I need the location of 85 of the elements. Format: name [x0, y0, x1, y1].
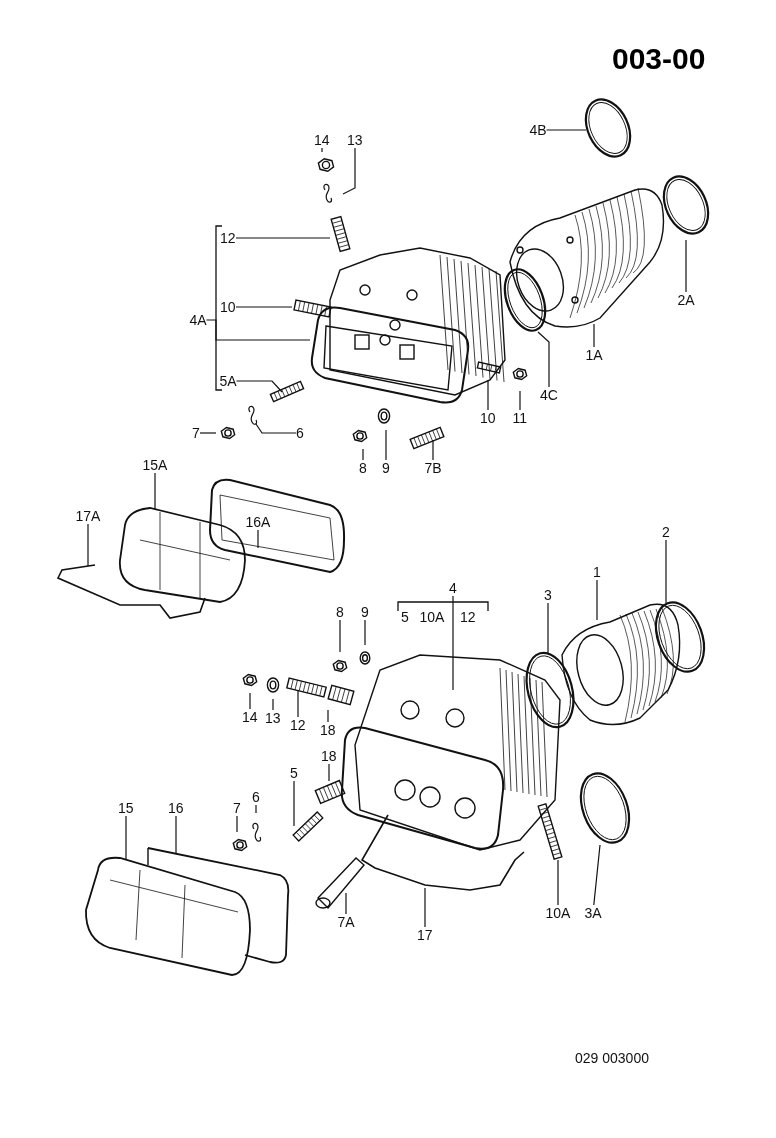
callout-number: 7 [233, 800, 241, 816]
leader-line [272, 698, 274, 711]
callout-number: 5 [401, 609, 409, 625]
leader-line [255, 804, 257, 814]
callout-number: 4C [540, 387, 558, 403]
leader-line [685, 239, 687, 293]
callout-number: 4B [529, 122, 547, 138]
leader-line [547, 602, 549, 655]
leader-line [545, 129, 587, 131]
leader-line [175, 815, 177, 854]
leader-line [665, 539, 667, 604]
leader-line [205, 319, 311, 341]
callout-number: 1A [585, 347, 603, 363]
callout-number: 2 [662, 524, 670, 540]
leader-line [249, 692, 251, 710]
leader-line [452, 595, 454, 691]
leader-line [327, 709, 329, 723]
leader-line [424, 887, 426, 928]
leader-line [297, 689, 299, 718]
callout-number: 13 [347, 132, 363, 148]
leader-line [557, 859, 559, 906]
callout-number: 7B [424, 460, 442, 476]
leader-line [236, 815, 238, 833]
callout-number: 7A [337, 914, 355, 930]
leader-line [154, 472, 156, 510]
leader-line [432, 439, 434, 461]
callout-number: 6 [296, 425, 304, 441]
leader-line [593, 323, 595, 348]
callout-number: 10A [419, 609, 445, 625]
callout-number: 10 [220, 299, 236, 315]
callout-number: 7 [192, 425, 200, 441]
callout-number: 12 [220, 230, 236, 246]
callout-number: 15A [142, 457, 168, 473]
callout-number: 12 [460, 609, 476, 625]
callout-number: 12 [290, 717, 306, 733]
callout-number: 10 [480, 410, 496, 426]
callout-number: 18 [320, 722, 336, 738]
leader-line [235, 380, 283, 393]
leader-line [125, 815, 127, 861]
callout-number: 8 [359, 460, 367, 476]
leader-line [321, 147, 323, 153]
callout-number: 5 [290, 765, 298, 781]
callout-number: 11 [512, 410, 528, 426]
leader-line [342, 147, 356, 195]
callout-number: 10A [545, 905, 571, 921]
callout-number: 9 [361, 604, 369, 620]
callout-number: 4A [189, 312, 207, 328]
callout-number: 17A [75, 508, 101, 524]
page-number: 003-00 [612, 42, 706, 76]
callout-number: 3 [544, 587, 552, 603]
leader-line [362, 448, 364, 461]
leader-line [345, 892, 347, 915]
leader-line [87, 523, 89, 567]
leader-line [293, 780, 295, 827]
leader-line [596, 579, 598, 621]
leader-line [235, 237, 331, 239]
drawing-number: 029 003000 [575, 1050, 649, 1066]
callout-number: 13 [265, 710, 281, 726]
callout-number: 4 [449, 580, 457, 596]
leader-line [199, 432, 217, 434]
leader-line [593, 844, 601, 906]
callout-number: 1 [593, 564, 601, 580]
callout-number: 17 [417, 927, 433, 943]
leader-line [257, 529, 259, 549]
leader-line [328, 763, 330, 782]
callout-number: 14 [242, 709, 258, 725]
leader-line [487, 379, 489, 411]
leader-line [364, 619, 366, 646]
callout-number: 6 [252, 789, 260, 805]
callout-number: 14 [314, 132, 330, 148]
callout-number: 2A [677, 292, 695, 308]
leader-line [255, 423, 297, 434]
callout-number: 3A [584, 905, 602, 921]
callout-number: 8 [336, 604, 344, 620]
leader-line [519, 390, 521, 411]
leader-line [339, 619, 341, 653]
callout-number: 16 [168, 800, 184, 816]
leader-line [385, 429, 387, 461]
callout-number: 15 [118, 800, 134, 816]
callout-number: 18 [321, 748, 337, 764]
callout-number: 5A [219, 373, 237, 389]
leader-line [537, 331, 550, 388]
leader-line [235, 306, 293, 308]
callout-number: 16A [245, 514, 271, 530]
callout-number: 9 [382, 460, 390, 476]
